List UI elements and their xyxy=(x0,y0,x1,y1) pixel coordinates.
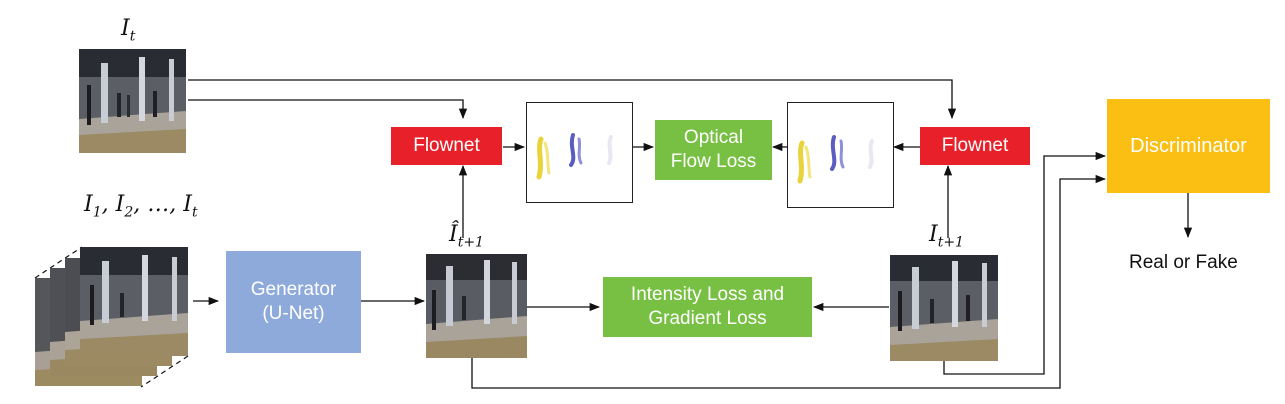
label-next-frame: It+1 xyxy=(929,222,964,251)
flow-image xyxy=(797,135,874,184)
frame-it xyxy=(79,49,186,153)
arrow-it-to-flownet-right xyxy=(188,79,957,120)
stack-dashed-outline xyxy=(34,246,189,388)
flownet-right: Flownet xyxy=(920,127,1030,165)
flow-map-left xyxy=(526,102,633,203)
scene-image xyxy=(426,254,527,358)
label-it: It xyxy=(121,16,136,45)
intensity-loss-line1: Intensity Loss and xyxy=(630,284,785,306)
optical-flow-loss-line1: Optical xyxy=(683,127,744,149)
scene-image xyxy=(890,255,998,361)
scene-image xyxy=(80,247,188,356)
flownet-left-label: Flownet xyxy=(413,135,480,157)
generator-block: Generator (U-Net) xyxy=(226,251,361,353)
frame-predicted xyxy=(426,254,527,358)
label-predicted-frame: Ît+1 xyxy=(449,222,484,251)
arrow-pred-to-discriminator xyxy=(471,174,1107,389)
frame-next xyxy=(890,255,998,361)
arrow-next-to-discriminator xyxy=(943,151,1107,375)
arrow-it-to-flownet-left xyxy=(188,99,468,120)
flownet-left: Flownet xyxy=(391,127,502,165)
discriminator-block: Discriminator xyxy=(1107,99,1270,193)
frame-stack-top xyxy=(80,247,188,356)
discriminator-label: Discriminator xyxy=(1130,134,1247,157)
intensity-gradient-loss: Intensity Loss and Gradient Loss xyxy=(603,277,812,337)
flow-image xyxy=(536,133,613,180)
optical-flow-loss-line2: Flow Loss xyxy=(670,151,757,172)
generator-line1: Generator xyxy=(250,279,337,301)
real-or-fake-label: Real or Fake xyxy=(1129,252,1238,273)
flownet-right-label: Flownet xyxy=(941,135,1009,157)
intensity-loss-line2: Gradient Loss xyxy=(648,308,767,329)
label-frame-sequence: I1, I2, …, It xyxy=(84,192,198,221)
generator-line2: (U-Net) xyxy=(262,303,325,324)
scene-image xyxy=(79,49,186,153)
optical-flow-loss: Optical Flow Loss xyxy=(655,120,772,180)
flow-map-right xyxy=(787,102,894,208)
